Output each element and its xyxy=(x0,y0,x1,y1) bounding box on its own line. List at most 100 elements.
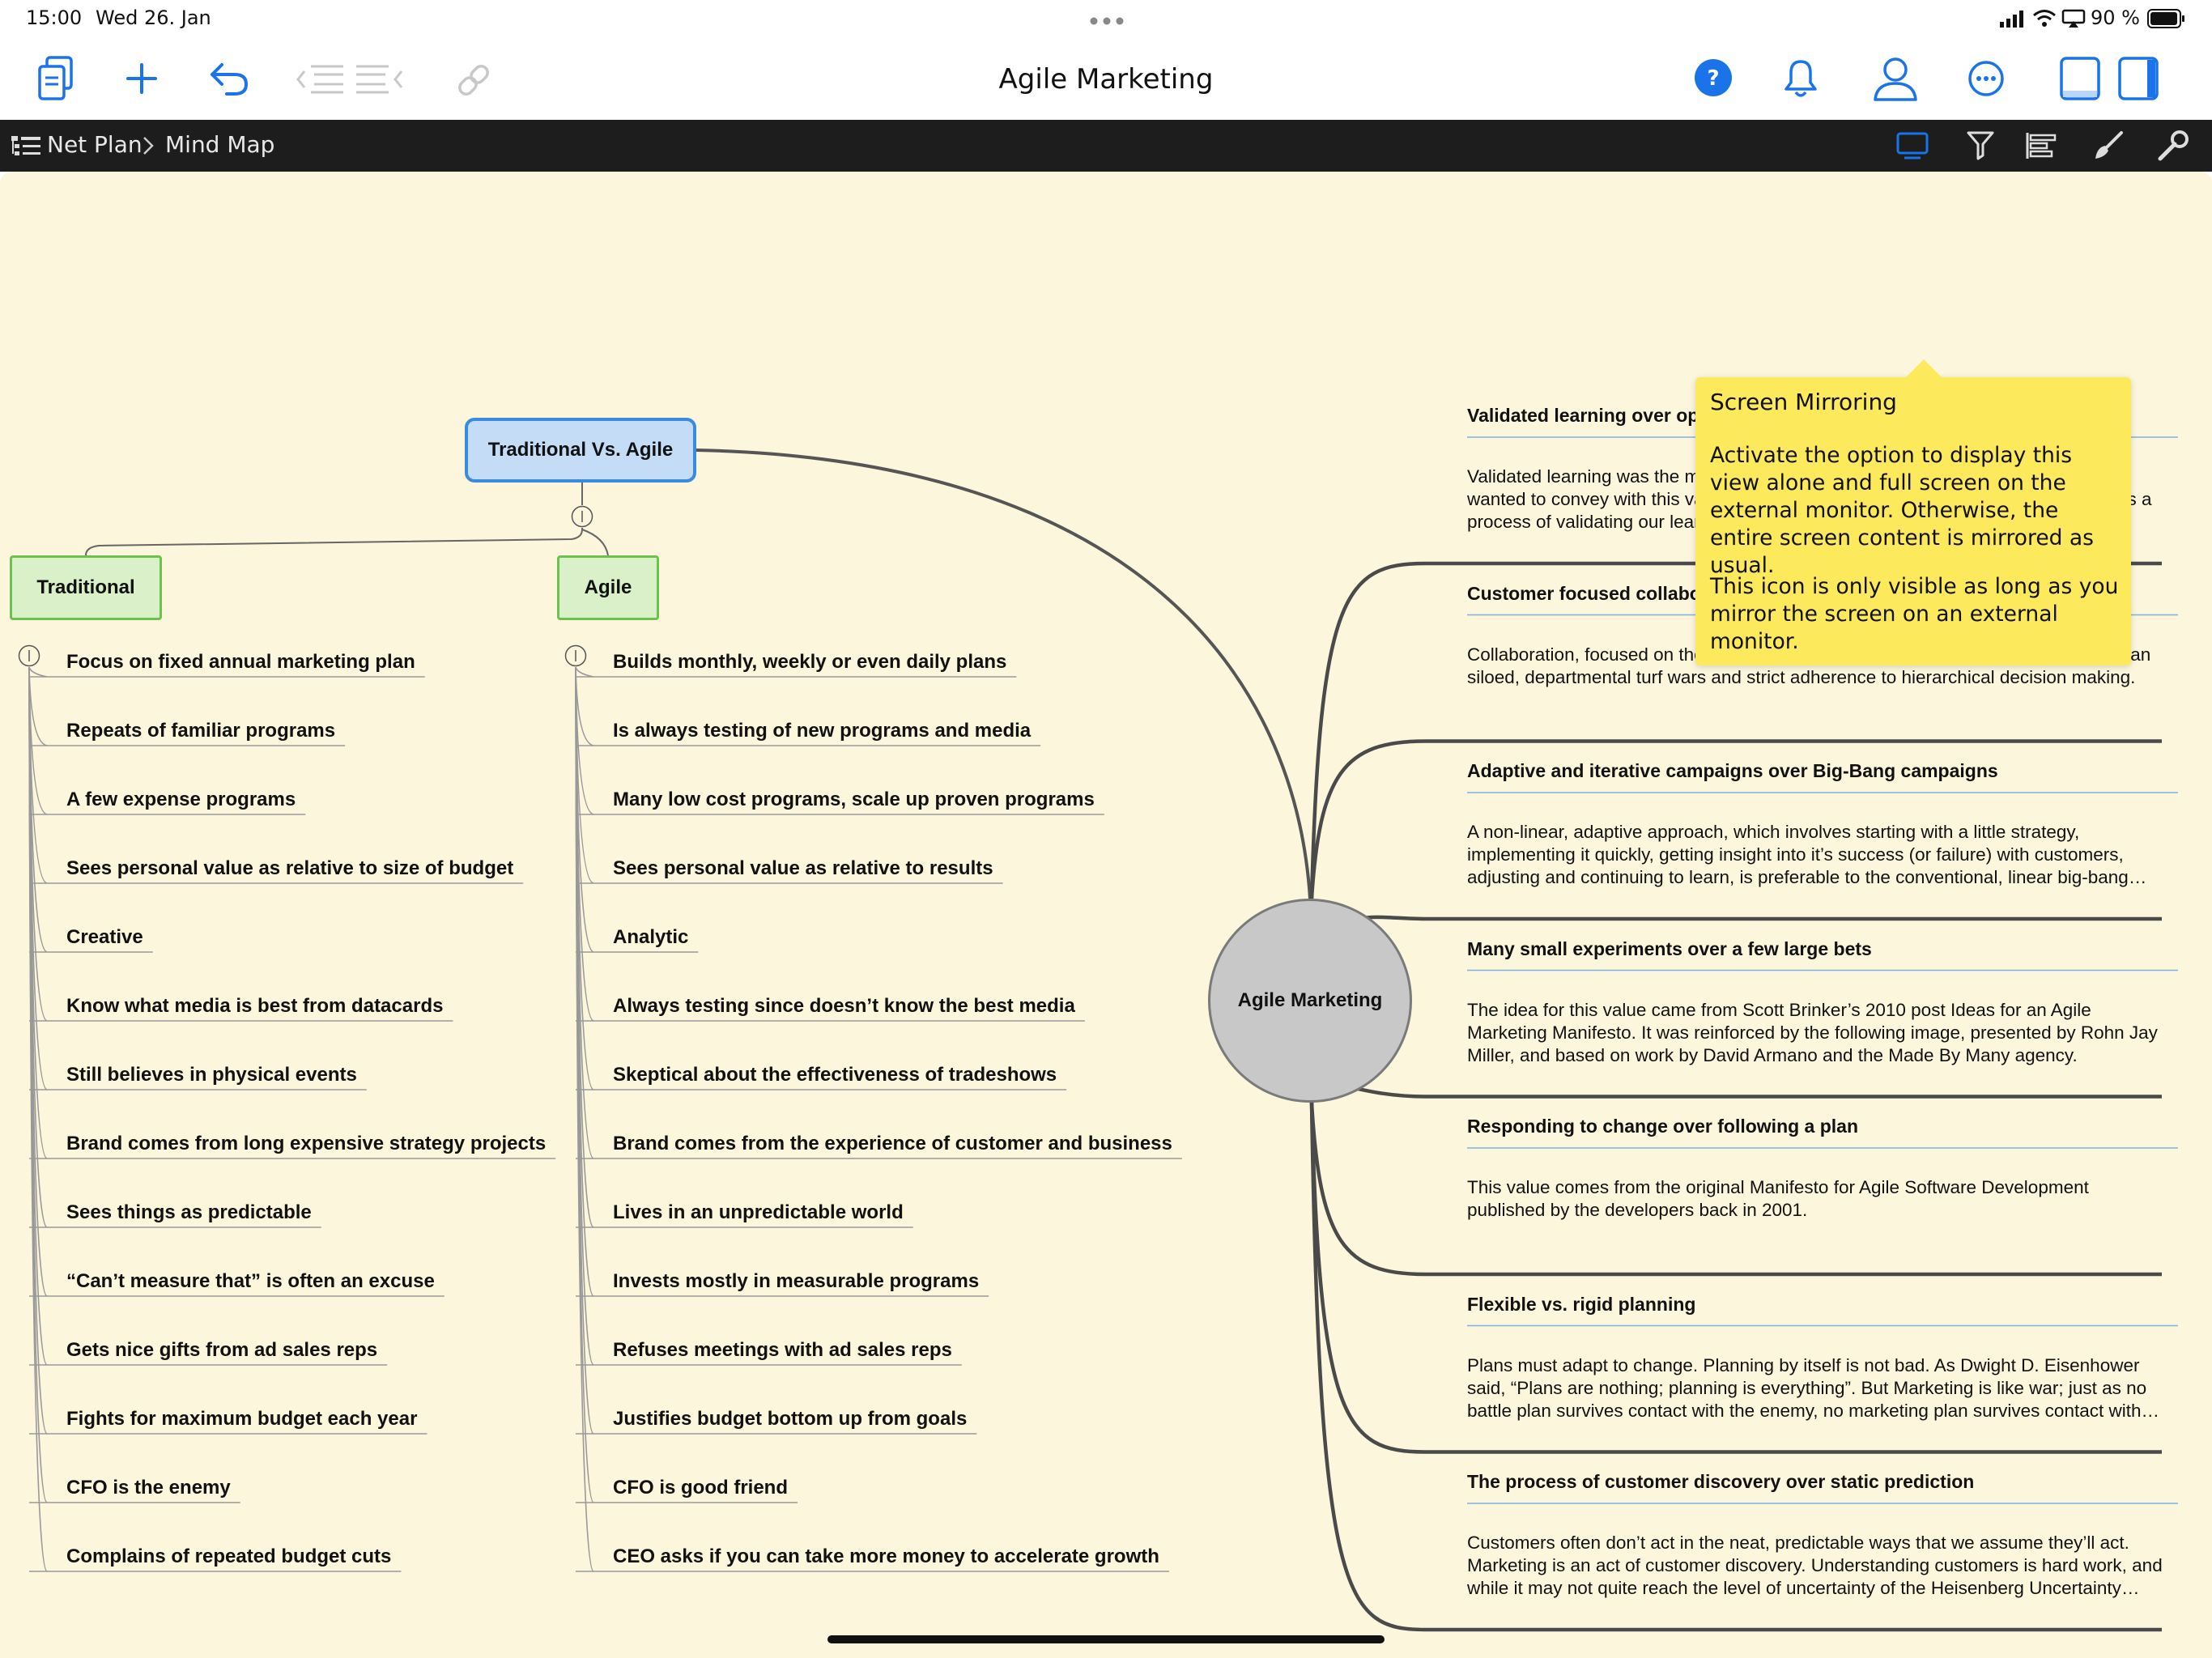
screen-mirroring-tooltip: Screen Mirroring Activate the option to … xyxy=(1695,359,2131,665)
chevron-right-icon xyxy=(143,136,154,159)
traditional-item[interactable]: “Can’t measure that” is often an excuse xyxy=(66,1270,435,1292)
traditional-item[interactable]: Creative xyxy=(66,926,143,948)
mind-map-canvas[interactable]: Traditional Vs. Agile Traditional Agile … xyxy=(0,172,2212,1658)
side-panel-icon[interactable] xyxy=(2118,57,2159,104)
value-title[interactable]: Many small experiments over a few large … xyxy=(1467,937,1872,959)
agile-item[interactable]: CFO is good friend xyxy=(613,1477,788,1499)
traditional-item[interactable]: A few expense programs xyxy=(66,789,296,810)
more-icon[interactable] xyxy=(1967,60,2005,101)
multitasking-icon[interactable] xyxy=(1090,15,1124,25)
battery-percent: 90 % xyxy=(2091,6,2140,29)
agile-item[interactable]: Justifies budget bottom up from goals xyxy=(613,1408,968,1430)
value-branch-connector xyxy=(1309,561,2162,899)
value-branch-connector xyxy=(1309,1102,2162,1277)
agile-branch-curve xyxy=(575,666,594,1572)
cellular-signal-icon xyxy=(2000,10,2024,32)
root-to-agile-connector xyxy=(581,529,609,556)
agile-item[interactable]: Many low cost programs, scale up proven … xyxy=(613,789,1095,810)
value-description: The idea for this value came from Scott … xyxy=(1467,999,2158,1065)
traditional-item[interactable]: CFO is the enemy xyxy=(66,1477,231,1499)
battery-icon xyxy=(2147,9,2186,32)
breadcrumb-mind-map[interactable]: Mind Map xyxy=(165,131,275,158)
agile-item[interactable]: Brand comes from the experience of custo… xyxy=(613,1133,1172,1154)
outdent-icon[interactable] xyxy=(296,63,345,100)
filter-icon[interactable] xyxy=(1966,130,1995,166)
agile-item[interactable]: CEO asks if you can take more money to a… xyxy=(613,1545,1159,1567)
agile-item[interactable]: Skeptical about the effectiveness of tra… xyxy=(613,1064,1057,1086)
value-description: Plans must adapt to change. Planning by … xyxy=(1467,1354,2147,1421)
value-branch-connector xyxy=(1309,1082,2162,1103)
tooltip-title: Screen Mirroring xyxy=(1710,389,1897,415)
comparison-root-node[interactable]: Traditional Vs. Agile xyxy=(465,418,696,483)
agile-item[interactable]: Builds monthly, weekly or even daily pla… xyxy=(613,651,1007,673)
traditional-item[interactable]: Sees things as predictable xyxy=(66,1201,312,1223)
traditional-branch-curve xyxy=(28,666,48,678)
tooltip-paragraph-1: Activate the option to display this view… xyxy=(1710,443,2094,578)
tooltip-paragraph-2: This icon is only visible as long as you… xyxy=(1710,574,2119,654)
traditional-item[interactable]: Repeats of familiar programs xyxy=(66,720,336,742)
bell-icon[interactable] xyxy=(1783,58,1819,103)
home-indicator xyxy=(827,1635,1385,1643)
traditional-item[interactable]: Gets nice gifts from ad sales reps xyxy=(66,1339,378,1361)
screen-mirroring-status-icon xyxy=(2061,9,2086,32)
traditional-branch-curve xyxy=(28,666,48,1572)
status-bar: 15:00 Wed 26. Jan 90 % xyxy=(0,0,2212,39)
value-title[interactable]: The process of customer discovery over s… xyxy=(1467,1471,1975,1492)
status-date: Wed 26. Jan xyxy=(96,6,211,29)
value-description: Customers often don’t act in the neat, p… xyxy=(1467,1533,2163,1598)
collapse-toggle-icon[interactable] xyxy=(564,644,587,667)
undo-icon[interactable] xyxy=(209,60,249,101)
outline-tree-icon[interactable] xyxy=(11,136,40,161)
traditional-item[interactable]: Fights for maximum budget each year xyxy=(66,1408,418,1430)
status-time: 15:00 xyxy=(26,6,83,29)
tooltip-arrow xyxy=(1906,359,1942,377)
root-to-central-connector xyxy=(696,449,1312,899)
breadcrumb-net-plan[interactable]: Net Plan xyxy=(47,131,143,158)
toolbar: ? xyxy=(0,39,2212,120)
central-node[interactable]: Agile Marketing xyxy=(1208,899,1412,1103)
traditional-item[interactable]: Brand comes from long expensive strategy… xyxy=(66,1133,547,1154)
agile-item[interactable]: Sees personal value as relative to resul… xyxy=(613,857,993,879)
breadcrumb-bar: Net Plan Mind Map xyxy=(0,120,2212,172)
user-icon[interactable] xyxy=(1872,55,1919,106)
layout-icon[interactable] xyxy=(2026,131,2058,164)
agile-branch-curve xyxy=(575,666,594,746)
value-branch-connector xyxy=(1309,739,2162,899)
traditional-item[interactable]: Sees personal value as relative to size … xyxy=(66,857,514,879)
link-icon[interactable] xyxy=(455,62,492,103)
traditional-item[interactable]: Complains of repeated budget cuts xyxy=(66,1545,392,1567)
document-title: Agile Marketing xyxy=(998,63,1214,96)
brush-icon[interactable] xyxy=(2092,130,2125,166)
root-to-traditional-connector xyxy=(85,483,583,556)
documents-icon[interactable] xyxy=(36,55,76,106)
collapse-toggle-icon[interactable] xyxy=(571,505,593,528)
value-branch-connector xyxy=(1309,1102,2162,1632)
agile-node[interactable]: Agile xyxy=(557,555,659,620)
screen-mirroring-icon[interactable] xyxy=(1896,131,1929,166)
value-title[interactable]: Adaptive and iterative campaigns over Bi… xyxy=(1467,760,1998,781)
traditional-branch-curve xyxy=(28,666,48,746)
traditional-item[interactable]: Focus on fixed annual marketing plan xyxy=(66,651,415,673)
agile-item[interactable]: Refuses meetings with ad sales reps xyxy=(613,1339,952,1361)
add-icon[interactable] xyxy=(125,62,159,100)
help-icon[interactable]: ? xyxy=(1694,58,1733,101)
wifi-icon xyxy=(2032,8,2057,32)
value-description: A non-linear, adaptive approach, which i… xyxy=(1467,822,2129,887)
traditional-node[interactable]: Traditional xyxy=(10,555,162,620)
svg-text:?: ? xyxy=(1707,66,1719,91)
agile-item[interactable]: Always testing since doesn’t know the be… xyxy=(613,995,1075,1017)
indent-icon[interactable] xyxy=(355,63,403,100)
bottom-panel-icon[interactable] xyxy=(2060,57,2100,104)
agile-item[interactable]: Analytic xyxy=(613,926,689,948)
value-title[interactable]: Flexible vs. rigid planning xyxy=(1467,1293,1696,1315)
value-branch-connector xyxy=(1309,1102,2162,1454)
value-title[interactable]: Responding to change over following a pl… xyxy=(1467,1116,1859,1137)
wrench-icon[interactable] xyxy=(2157,130,2189,166)
traditional-item[interactable]: Know what media is best from datacards xyxy=(66,995,444,1017)
traditional-item[interactable]: Still believes in physical events xyxy=(66,1064,357,1086)
value-description: This value comes from the original Manif… xyxy=(1467,1177,2089,1220)
collapse-toggle-icon[interactable] xyxy=(18,644,40,667)
agile-item[interactable]: Invests mostly in measurable programs xyxy=(613,1270,980,1292)
agile-item[interactable]: Is always testing of new programs and me… xyxy=(613,720,1032,742)
agile-item[interactable]: Lives in an unpredictable world xyxy=(613,1201,904,1223)
